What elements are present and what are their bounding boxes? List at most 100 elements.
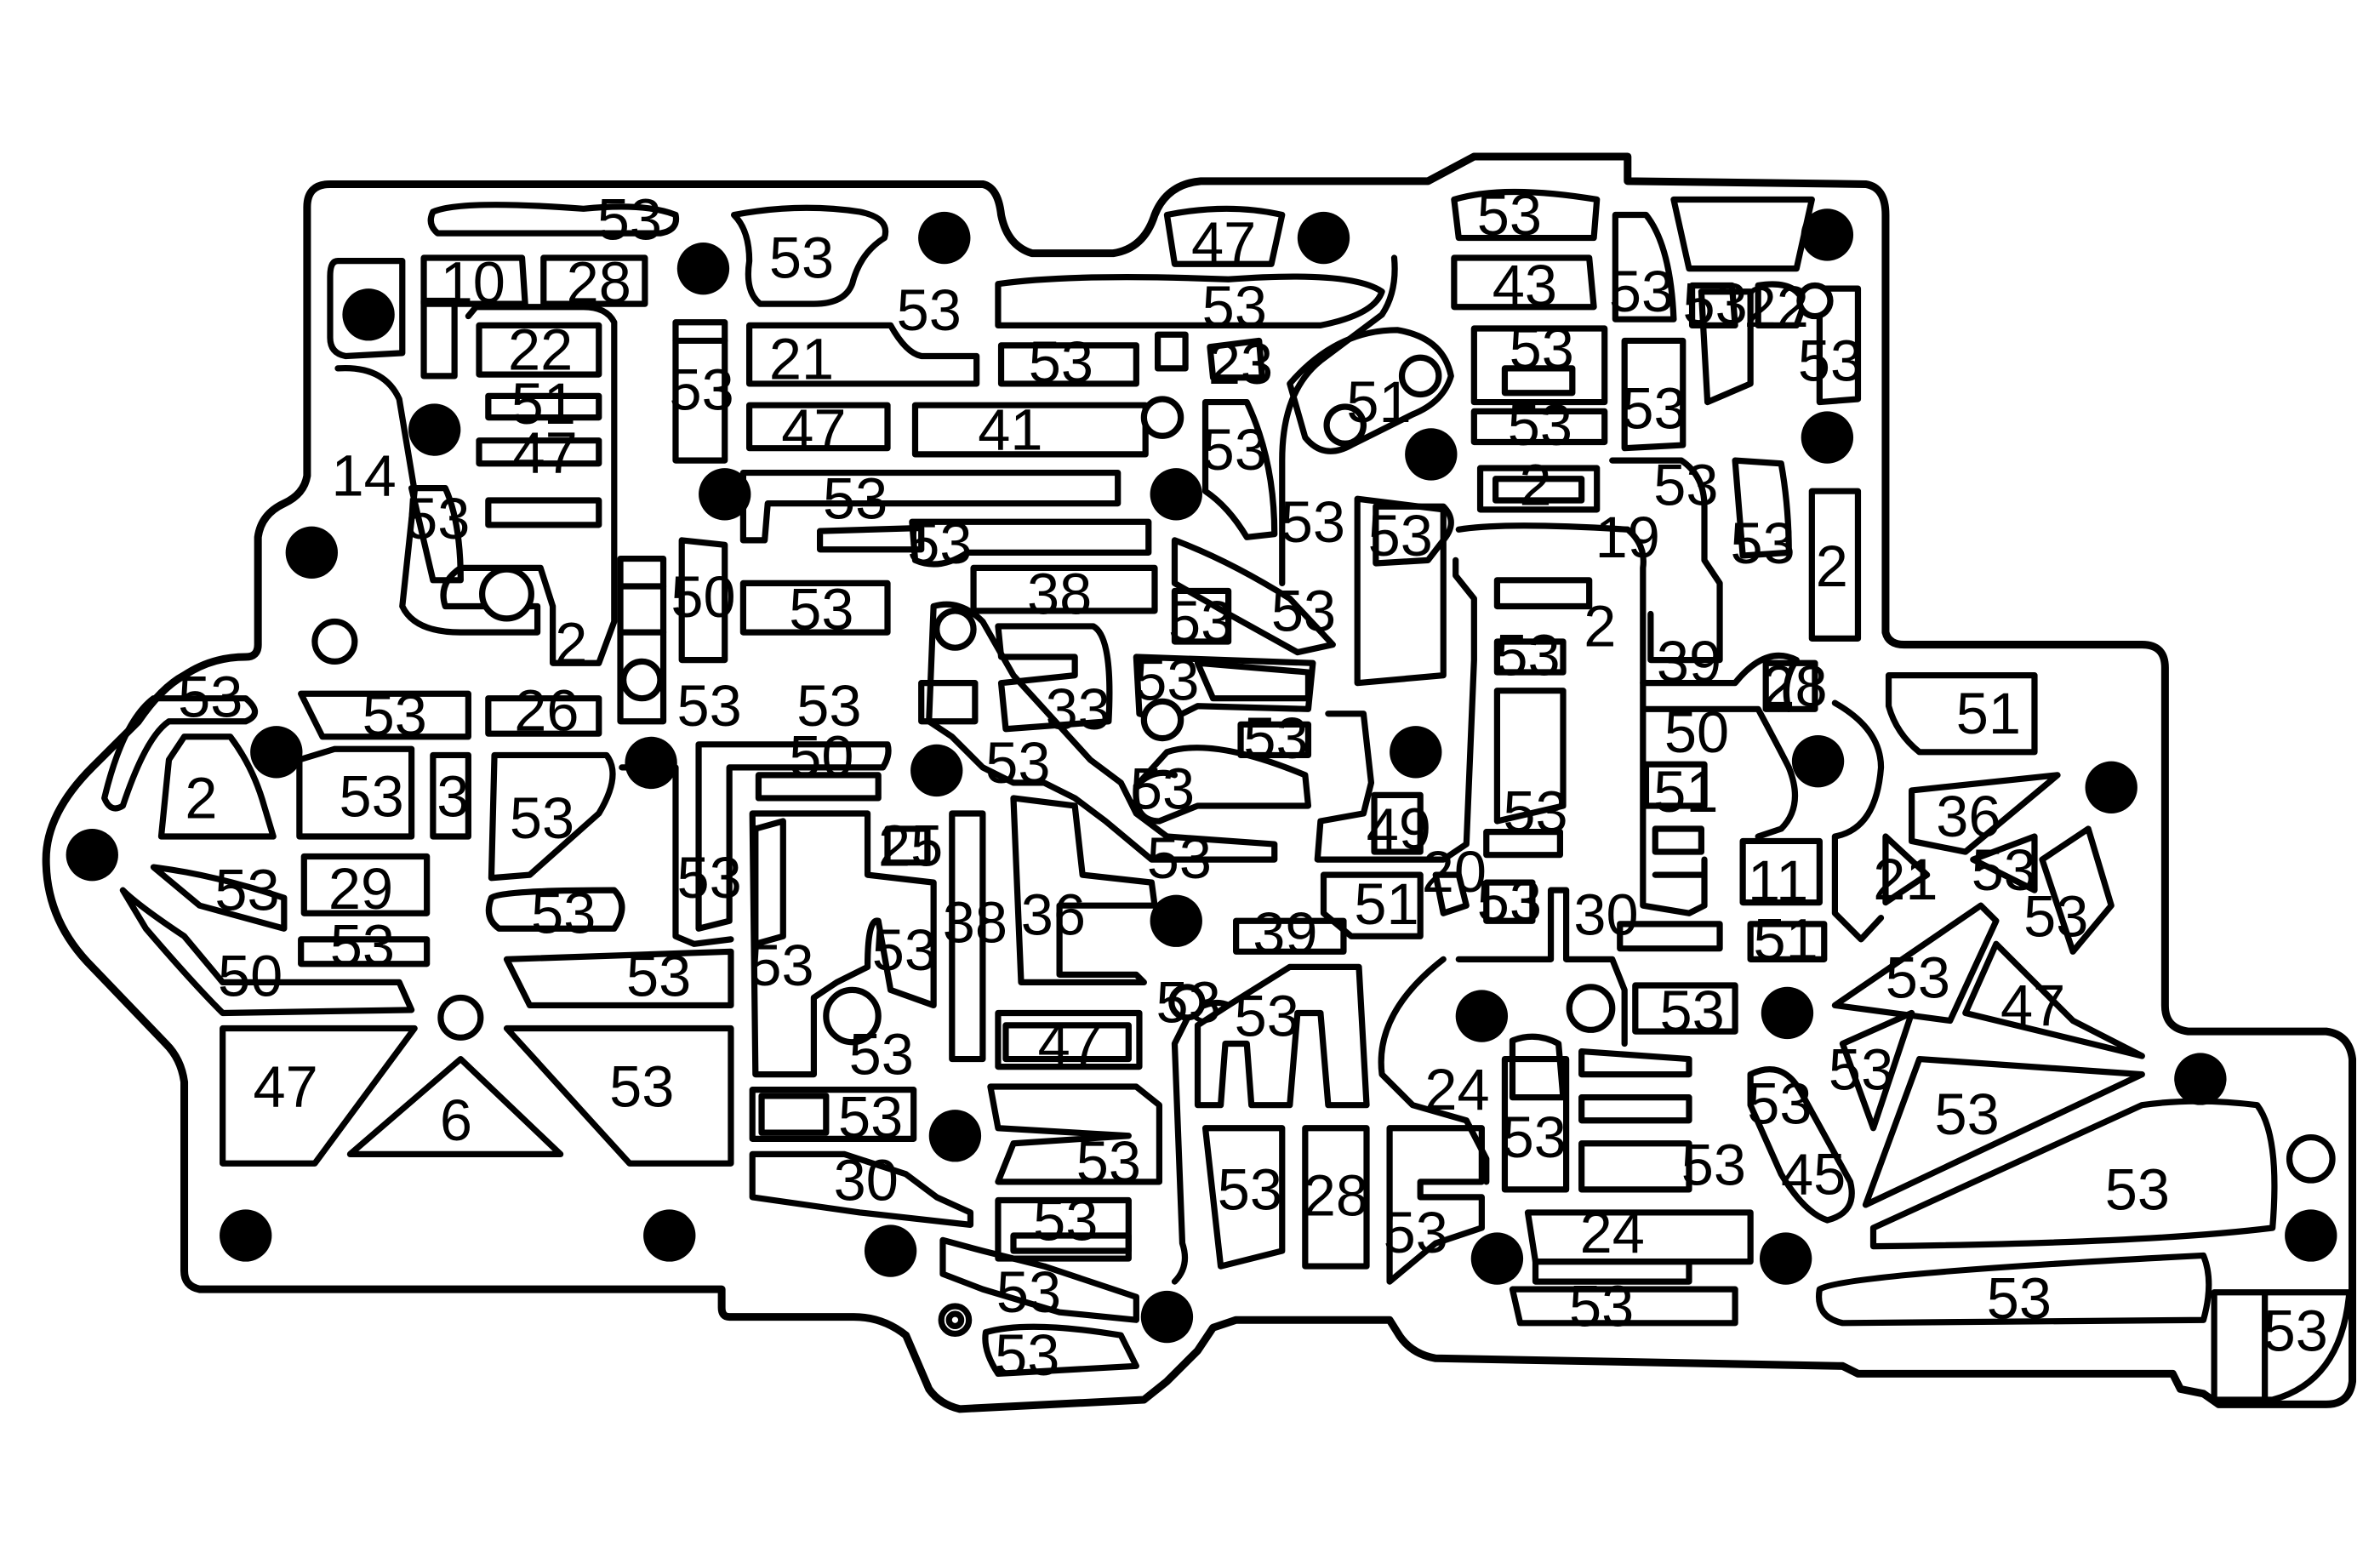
passage-number-label: 53	[1510, 316, 1574, 381]
passage-number-label: 53	[838, 1085, 903, 1150]
passage-number-label: 2	[1584, 593, 1616, 659]
passage-number-label: 53	[405, 486, 470, 551]
passage-number-label: 19	[1595, 505, 1660, 570]
bolt-hole	[1140, 1290, 1194, 1344]
passage-number-label: 53	[531, 881, 596, 946]
passage-number-label: 38	[943, 890, 1007, 956]
passage-number-label: 11	[1748, 848, 1808, 914]
passage-number-label: 53	[1477, 868, 1542, 933]
bolt-hole	[928, 1110, 982, 1162]
channel-outlines	[101, 188, 2353, 1403]
open-hole	[1323, 403, 1367, 447]
passage-number-label: 53	[796, 673, 861, 739]
passage-number-label: 53	[1243, 705, 1308, 771]
valve-body-outline	[42, 152, 2357, 1413]
passage-number-label: 6	[440, 1087, 472, 1153]
passage-number-label: 53	[1829, 1037, 1893, 1103]
bolt-hole	[1801, 411, 1854, 464]
passage-number-label: 47	[1038, 1011, 1103, 1076]
passage-number-label: 53	[872, 917, 937, 983]
passage-number-label: 50	[789, 724, 853, 790]
passage-number-label: 29	[328, 856, 393, 922]
passage-number-label: 53	[597, 186, 662, 252]
passage-number-label: 53	[849, 1022, 914, 1087]
passage-number-label: 47	[2000, 973, 2065, 1038]
passage-number-label: 47	[512, 420, 577, 486]
passage-number-label: 33	[1046, 676, 1110, 742]
passage-number-label: 47	[1191, 209, 1256, 275]
bolt-hole	[1405, 428, 1458, 481]
passage-number-label: 53	[1202, 274, 1267, 340]
passage-number-label: 53	[626, 944, 691, 1009]
passage-number-label: 36	[1021, 882, 1086, 948]
passage-number-label: 53	[769, 225, 834, 291]
passage-number-label: 41	[978, 397, 1042, 463]
open-hole	[620, 658, 664, 702]
passage-number-label: 53	[609, 1054, 674, 1120]
bolt-hole	[1470, 1232, 1524, 1285]
passage-number-label: 53	[1621, 375, 1686, 441]
passage-number-label: 3	[437, 764, 469, 830]
passage-number-label: 25	[878, 813, 943, 878]
passage-number-label: 26	[514, 678, 579, 744]
bolt-hole	[625, 736, 677, 790]
passage-number-label: 53	[1281, 489, 1345, 555]
passage-number-label: 53	[1502, 1105, 1567, 1170]
bolt-hole	[864, 1224, 917, 1277]
passage-number-label: 53	[1683, 271, 1748, 337]
passage-number-label: 53	[1130, 756, 1195, 822]
passage-number-label: 2	[555, 610, 587, 676]
passage-number-label: 53	[823, 466, 888, 532]
passage-number-label: 53	[1609, 259, 1674, 324]
passage-number-label: 24	[1424, 1057, 1489, 1122]
passage-number-label: 24	[1580, 1200, 1645, 1265]
bolt-hole	[1297, 211, 1350, 265]
bolt-hole	[250, 726, 303, 779]
passage-number-label: 2	[1816, 534, 1848, 599]
passage-number-label: 53	[1886, 945, 1950, 1010]
passage-number-label: 53	[1798, 328, 1863, 393]
passage-number-label: 21	[1873, 847, 1938, 912]
open-hole	[945, 1310, 965, 1330]
passage-number-label: 51	[1346, 369, 1411, 435]
passage-number-label: 2	[185, 765, 217, 831]
bolt-hole	[643, 1209, 696, 1262]
passage-number-label: 38	[1027, 562, 1092, 627]
passage-number-label: 53	[1384, 1200, 1448, 1265]
bolt-hole	[2085, 761, 2137, 813]
passage-number-label: 53	[2105, 1156, 2170, 1222]
passage-number-label: 47	[254, 1054, 318, 1120]
passage-number-label: 53	[510, 785, 574, 851]
passage-number-label: 28	[1762, 654, 1827, 719]
passage-number-label: 53	[1033, 1187, 1098, 1253]
passage-number-label: 53	[670, 357, 734, 423]
bolt-hole	[342, 288, 395, 341]
passage-number-label: 53	[2023, 883, 2088, 949]
passage-number-label: 53	[1076, 1129, 1141, 1195]
passage-number-label: 51	[1653, 759, 1718, 825]
bolt-hole	[220, 1209, 272, 1262]
bolt-hole	[285, 526, 338, 579]
passage-number-label: 53	[749, 933, 813, 998]
passage-number-label: 53	[1134, 648, 1199, 713]
open-hole	[933, 608, 977, 651]
passage-number-label: 14	[332, 443, 397, 509]
passage-number-label: 39	[1657, 629, 1721, 694]
open-hole	[311, 618, 358, 665]
passage-number-label: 53	[178, 664, 243, 729]
passage-number-label: 50	[671, 564, 735, 630]
passage-number-label: 53	[1503, 779, 1567, 845]
passage-number-label: 53	[1681, 1133, 1746, 1198]
passage-number-label: 53	[1368, 503, 1433, 568]
bolt-hole	[1791, 734, 1845, 788]
bolt-hole	[2285, 1209, 2337, 1262]
passage-number-label: 53	[1653, 452, 1718, 517]
passage-number-label: 51	[1956, 681, 2021, 746]
passage-number-label: 53	[677, 673, 742, 739]
passage-number-label: 53	[677, 845, 742, 910]
bolt-hole	[918, 211, 971, 265]
passage-number-label: 53	[1235, 984, 1299, 1049]
bolt-hole	[1150, 468, 1202, 521]
